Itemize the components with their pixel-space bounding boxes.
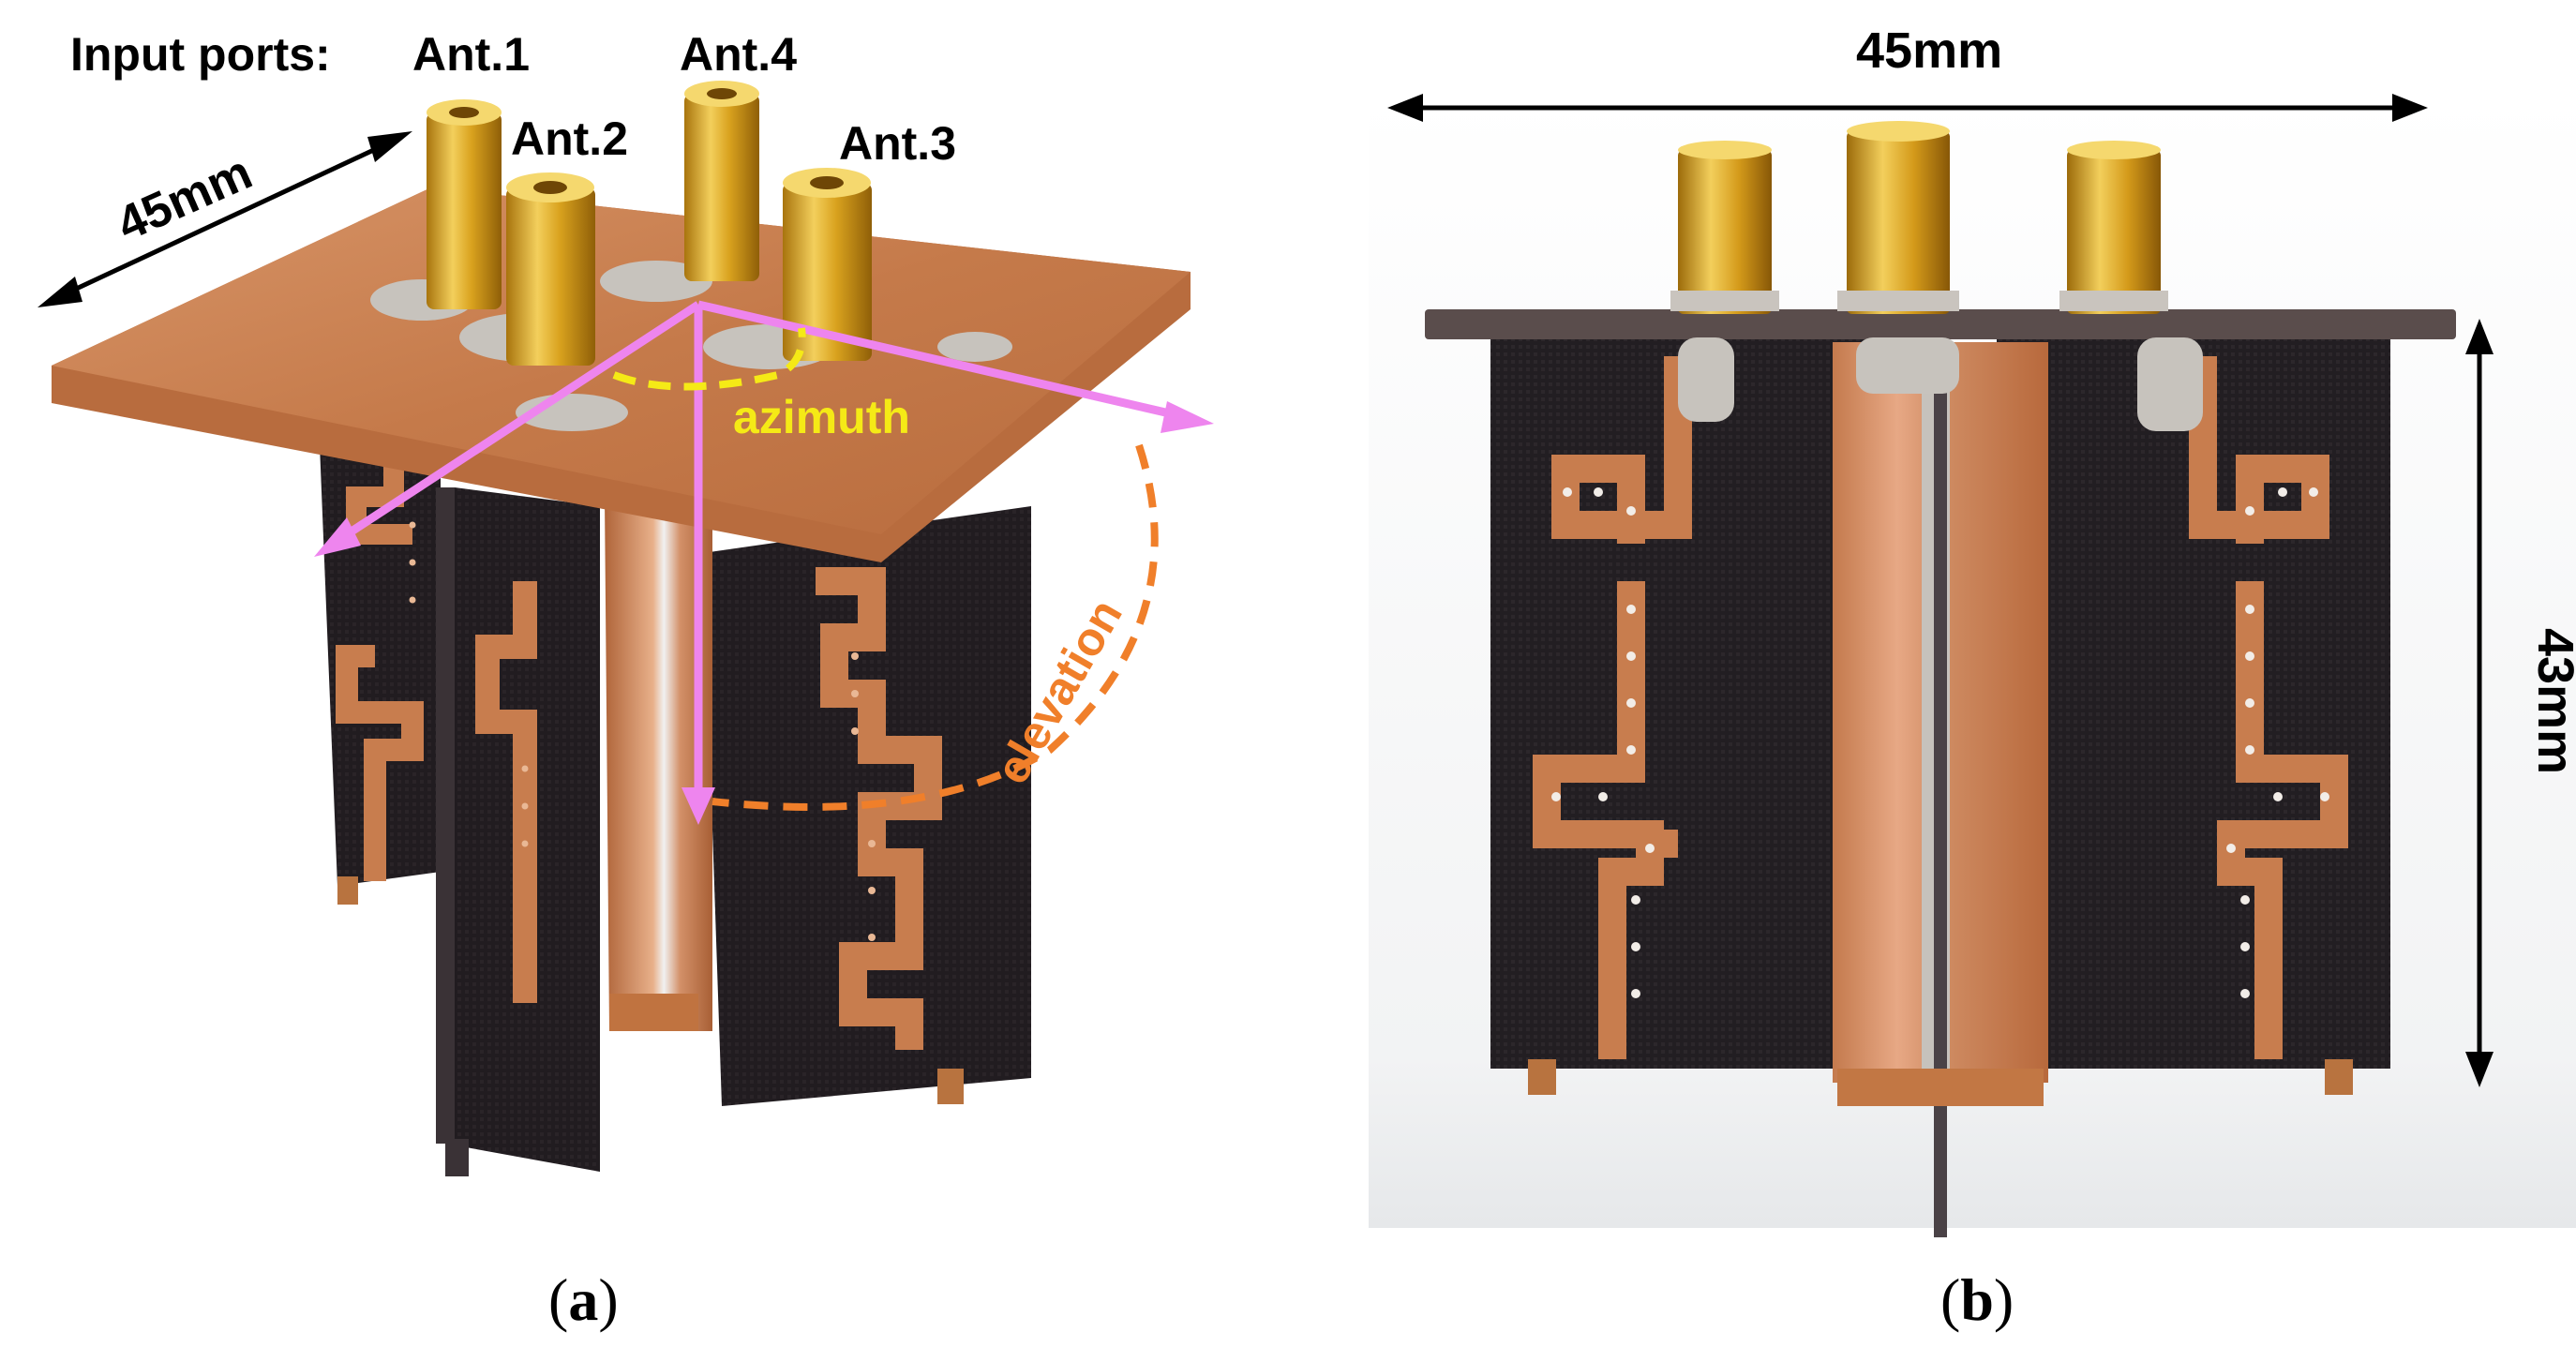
dimension-label-height: 43mm: [2527, 628, 2576, 774]
panel-a-photo: 45mm Input ports: Ant.1 Ant.2 Ant.4 Ant.…: [0, 0, 1256, 1237]
axis-arrowhead-z: [681, 787, 715, 825]
panel-edge: [436, 487, 455, 1144]
port-label-ant2: Ant.2: [511, 112, 628, 165]
port-label-ant4: Ant.4: [680, 28, 797, 81]
foot-center: [609, 994, 698, 1031]
sma-connector-ant1: [427, 99, 502, 309]
sma-connector-left: [1670, 141, 1779, 314]
trace-left: [1533, 356, 1692, 1059]
sma-connector-ant4: [684, 81, 759, 281]
foot-right: [937, 1069, 964, 1104]
sma-connector-right: [2059, 141, 2168, 314]
antenna-perspective-illustration: 45mm Input ports: Ant.1 Ant.2 Ant.4 Ant.…: [37, 28, 1214, 1176]
trace-right: [816, 567, 942, 1050]
port-label-ant3: Ant.3: [839, 117, 956, 170]
dimension-arrow-width: [37, 131, 412, 307]
caption-b-open: (: [1940, 1266, 1961, 1333]
axis-arrowhead-x: [314, 517, 361, 557]
foot-left: [1528, 1059, 1556, 1095]
input-ports-label: Input ports:: [70, 28, 331, 81]
caption-b-close: ): [1993, 1266, 2014, 1333]
dimension-label-width: 45mm: [1856, 22, 2002, 79]
azimuth-label: azimuth: [733, 391, 910, 443]
panel-b-photo: 45mm 43mm: [1369, 0, 2576, 1237]
caption-a-letter: a: [568, 1266, 599, 1333]
sma-connector-ant3: [783, 168, 872, 361]
azimuth-arc: [612, 327, 806, 391]
foot-center: [1837, 1069, 2044, 1106]
antenna-front-illustration: 45mm 43mm: [1369, 22, 2576, 1237]
port-label-ant1: Ant.1: [412, 28, 530, 81]
caption-a: (a): [548, 1265, 619, 1335]
caption-a-open: (: [548, 1266, 569, 1333]
dimension-arrow-height: [2465, 319, 2494, 1087]
top-board: [52, 187, 1191, 534]
sma-connector-ant2: [506, 172, 595, 366]
foot-front: [445, 1139, 469, 1176]
vias: [409, 521, 876, 941]
sma-connector-center: [1837, 121, 1959, 314]
trace-right: [2189, 356, 2348, 1059]
elevation-arc: [711, 443, 1159, 811]
dimension-arrow-width: [1387, 94, 2428, 122]
foot-right: [2325, 1059, 2353, 1095]
solder-joints: [1678, 337, 2203, 431]
caption-b-letter: b: [1960, 1266, 1994, 1333]
top-board-edge: [1425, 309, 2456, 339]
foot-left: [337, 876, 358, 905]
center-panel-edge: [1934, 337, 1947, 1237]
center-copper-strip: [605, 497, 712, 1031]
vias: [1551, 487, 2329, 998]
axis-arrowhead-y: [1161, 401, 1214, 433]
trace-left-lower: [336, 645, 424, 881]
caption-a-close: ): [598, 1266, 619, 1333]
caption-b: (b): [1940, 1265, 2014, 1335]
